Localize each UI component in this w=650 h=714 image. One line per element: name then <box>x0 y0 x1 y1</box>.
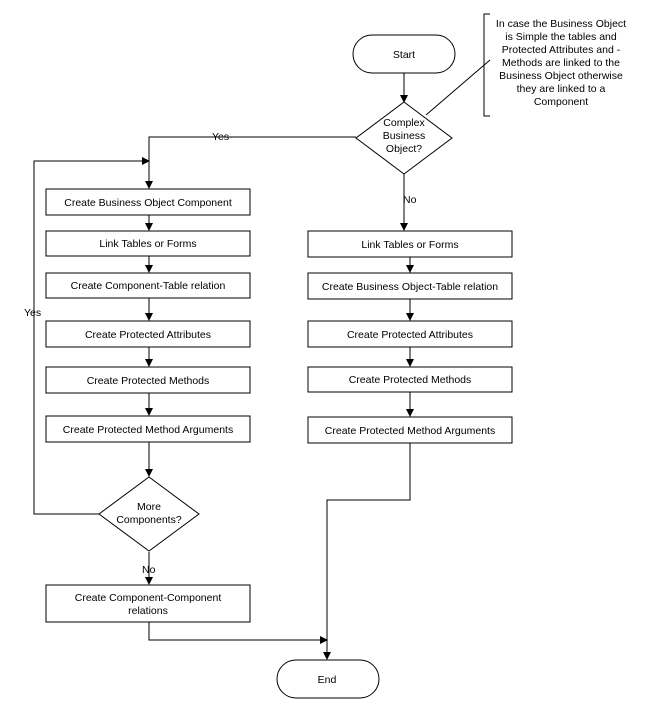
decision-more-line: More <box>137 501 161 513</box>
left-step-label: Create Protected Method Arguments <box>63 424 233 436</box>
decision-complex-shape <box>355 101 453 175</box>
start-label: Start <box>393 49 415 61</box>
label-complex-yes: Yes <box>212 131 229 143</box>
decision-more-shape <box>98 476 200 552</box>
decision-complex-line: Object? <box>386 143 422 155</box>
right-step-label: Create Protected Methods <box>349 374 472 386</box>
label-more-no: No <box>142 564 156 576</box>
end-terminal: End <box>276 659 380 699</box>
decision-more-components: More Components? <box>98 476 200 552</box>
note-line: is Simple the tables and <box>505 31 617 43</box>
decision-complex-business-object: Complex Business Object? <box>355 101 453 175</box>
right-step-label: Create Protected Method Arguments <box>325 425 495 437</box>
left-step-label: Create Protected Methods <box>87 375 210 387</box>
left-step-box <box>45 366 251 394</box>
right-step-box <box>307 230 513 258</box>
edge-complex-yes <box>145 136 356 189</box>
note-line: Component <box>534 96 588 108</box>
start-shape <box>352 34 456 74</box>
label-more-yes: Yes <box>24 307 41 319</box>
note-line: Protected Attributes and - <box>502 44 621 56</box>
right-step-box <box>307 366 513 393</box>
right-step-box <box>307 272 513 300</box>
left-step-box <box>45 320 251 348</box>
note-line: Business Object otherwise <box>499 70 623 82</box>
left-step-label: Link Tables or Forms <box>99 238 196 250</box>
end-label: End <box>318 674 337 686</box>
label-complex-no: No <box>403 194 417 206</box>
right-step-box <box>307 320 513 348</box>
note-connector <box>425 59 491 116</box>
left-step-box <box>45 188 251 216</box>
left-step-label: Create Business Object Component <box>64 197 232 209</box>
start-terminal: Start <box>352 34 456 74</box>
right-step-label: Create Protected Attributes <box>347 329 473 341</box>
left-step-box <box>45 415 251 443</box>
note-line: In case the Business Object <box>496 18 626 30</box>
note-line: Methods are linked to the <box>502 57 620 69</box>
end-shape <box>276 659 380 699</box>
note-bracket <box>483 13 490 117</box>
final-step-line: relations <box>128 605 168 617</box>
left-step-label: Create Component-Table relation <box>71 280 226 292</box>
note-line: they are linked to a <box>517 83 606 95</box>
final-step-line: Create Component-Component <box>75 592 222 604</box>
edge-right-end <box>323 443 411 660</box>
left-step-box <box>45 272 251 299</box>
decision-complex-line: Complex <box>383 117 425 129</box>
right-steps: Link Tables or Forms Create Business Obj… <box>307 230 513 444</box>
edge-more-yes <box>33 157 150 515</box>
left-step-label: Create Protected Attributes <box>85 329 211 341</box>
final-step: Create Component-Component relations <box>45 584 251 623</box>
decision-more-line: Components? <box>116 514 182 526</box>
edge-final-end <box>148 622 328 644</box>
right-step-label: Link Tables or Forms <box>361 239 458 251</box>
left-steps: Create Business Object Component Link Ta… <box>45 188 251 443</box>
left-step-box <box>45 230 251 257</box>
annotation-note: In case the Business Object is Simple th… <box>483 13 626 117</box>
right-step-label: Create Business Object-Table relation <box>322 281 498 293</box>
final-step-box <box>45 584 251 623</box>
connectors <box>33 59 491 660</box>
decision-complex-line: Business <box>383 130 426 142</box>
right-step-box <box>307 416 513 444</box>
